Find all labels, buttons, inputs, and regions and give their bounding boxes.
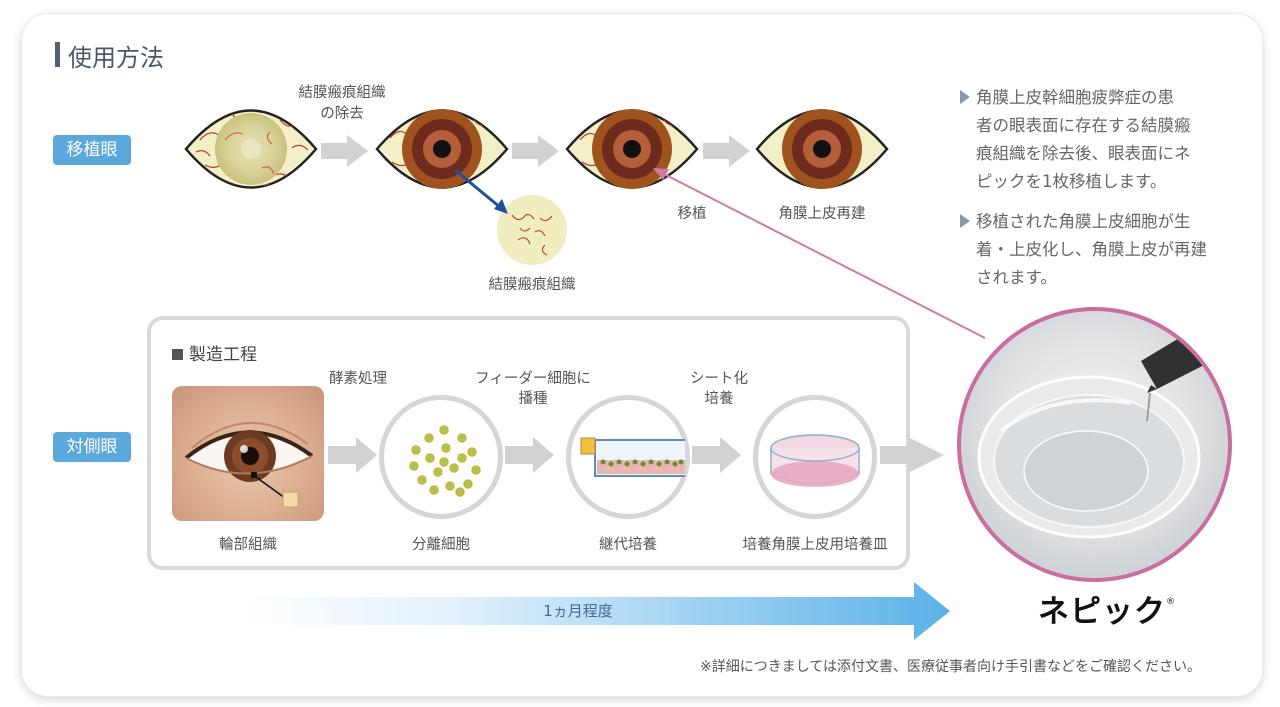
footnote: ※詳細につきましては添付文書、医療従事者向け手引書などをご確認ください。	[700, 659, 1202, 675]
removal-label-line2: の除去	[320, 106, 364, 122]
bullet-triangle-icon	[960, 90, 970, 104]
culture-dish-illustration	[770, 434, 860, 487]
bullet-triangle-icon	[960, 214, 970, 228]
square-bullet-icon	[172, 349, 183, 360]
feeder-label-line1: フィーダー細胞に	[475, 371, 591, 387]
removal-label-line1: 結膜瘢痕組織	[298, 85, 386, 101]
page-title: 使用方法	[68, 44, 164, 72]
time-gradient-arrow	[238, 582, 950, 640]
description-1-line1: 角膜上皮幹細胞疲弊症の患	[960, 84, 1210, 112]
blue-removal-arrow	[454, 168, 508, 214]
top-flow-arrows	[321, 135, 750, 167]
passage-culture-label: 継代培養	[599, 537, 657, 553]
description-1: 角膜上皮幹細胞疲弊症の患 者の眼表面に存在する結膜瘢 痕組織を除去後、眼表面にネ…	[960, 84, 1210, 196]
nepic-dish-illustration	[977, 331, 1216, 539]
title-accent-bar	[55, 42, 60, 67]
feeder-label-line2: 播種	[518, 391, 548, 407]
scar-tissue-label: 結膜瘢痕組織	[488, 277, 576, 293]
brand-name: ネピック®	[1038, 594, 1176, 630]
enzyme-treatment-label: 酵素処理	[329, 371, 387, 387]
isolated-cells-illustration	[409, 425, 481, 497]
eye-photo-illustration	[184, 422, 314, 508]
reconstructed-eye	[755, 109, 889, 189]
description-1-line4: ピックを1枚移植します。	[976, 172, 1167, 191]
description-1-line2: 者の眼表面に存在する結膜瘢	[976, 116, 1191, 135]
isolated-cells-circle	[379, 395, 503, 519]
graft-diagram	[184, 109, 889, 265]
description-2-line3: されます。	[976, 268, 1057, 287]
description-2: 移植された角膜上皮細胞が生 着・上皮化し、角膜上皮が再建 されます。	[960, 208, 1210, 292]
description-2-line2: 着・上皮化し、角膜上皮が再建	[976, 240, 1207, 259]
process-flow-arrows	[328, 437, 944, 473]
duration-label: 1ヵ月程度	[543, 602, 613, 620]
scarred-eye	[184, 109, 318, 189]
description-1-line3: 痕組織を除去後、眼表面にネ	[976, 144, 1191, 163]
contralateral-eye-badge: 対側眼	[53, 432, 131, 462]
cleared-eye	[375, 109, 509, 189]
sheet-label-line1: シート化	[690, 371, 748, 387]
description-2-line1: 移植された角膜上皮細胞が生	[960, 208, 1210, 236]
scar-tissue-ball	[497, 195, 567, 265]
culture-dish-label: 培養角膜上皮用培養皿	[742, 537, 888, 553]
isolated-cells-label: 分離細胞	[412, 537, 470, 553]
nepic-product-photo	[957, 307, 1232, 582]
graft-eye-badge: 移植眼	[53, 135, 131, 165]
sheet-label-line2: 培養	[704, 391, 734, 407]
process-title: 製造工程	[172, 340, 257, 365]
passage-culture-circle	[566, 395, 690, 519]
limbal-tissue-photo	[172, 386, 324, 521]
limbal-tissue-label: 輪部組織	[219, 537, 277, 553]
registered-mark: ®	[1166, 597, 1176, 607]
culture-dish-circle	[753, 395, 877, 519]
